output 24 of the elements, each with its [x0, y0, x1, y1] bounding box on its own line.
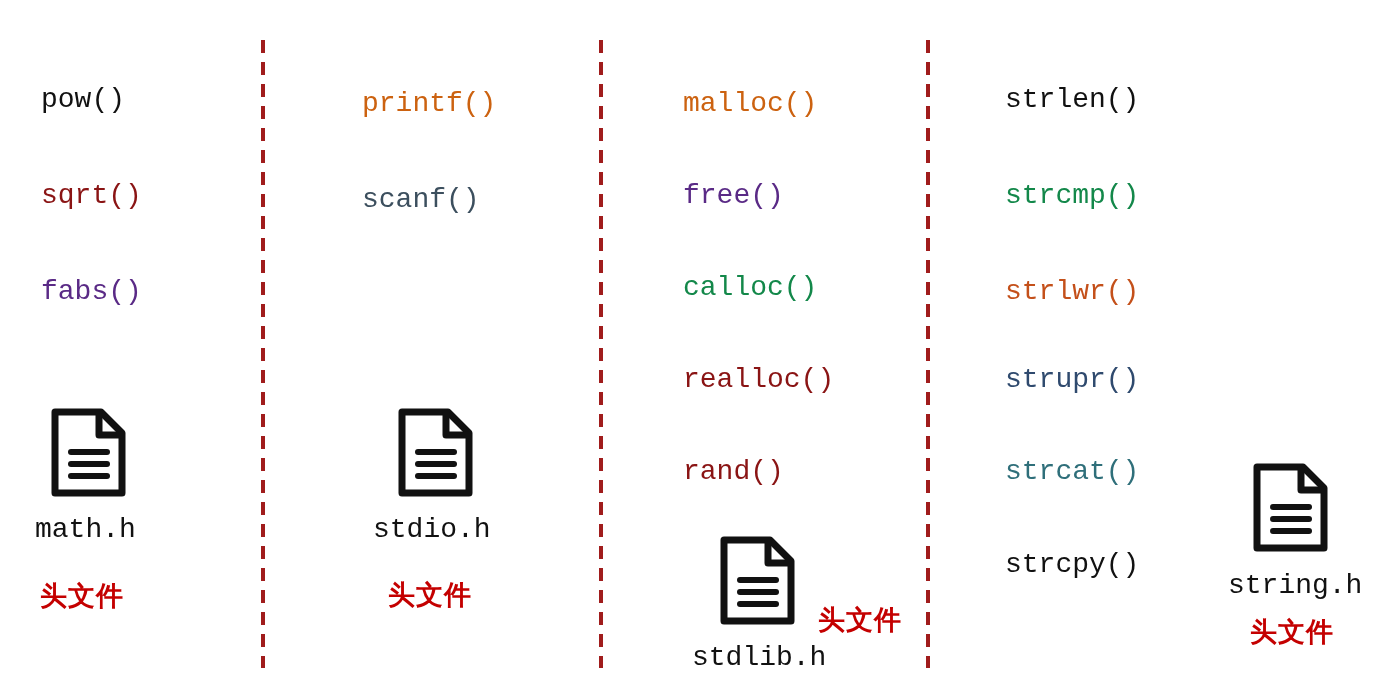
function-name: malloc() [683, 88, 818, 120]
function-name: strupr() [1005, 364, 1140, 396]
header-file-label: 头文件 [40, 581, 124, 611]
function-name: realloc() [683, 364, 835, 396]
function-name: free() [683, 180, 784, 212]
file-name: stdlib.h [692, 642, 827, 674]
header-file-label: 头文件 [1250, 617, 1334, 647]
function-name: pow() [41, 84, 125, 116]
function-name: scanf() [362, 184, 480, 216]
function-name: strcat() [1005, 456, 1140, 488]
function-name: rand() [683, 456, 784, 488]
file-name: stdio.h [373, 514, 491, 546]
function-name: strlwr() [1005, 276, 1140, 308]
function-name: strcpy() [1005, 549, 1140, 581]
header-file-label: 头文件 [388, 580, 472, 610]
function-name: calloc() [683, 272, 818, 304]
file-name: string.h [1228, 570, 1363, 602]
function-name: fabs() [41, 276, 142, 308]
function-name: strcmp() [1005, 180, 1140, 212]
function-name: strlen() [1005, 84, 1140, 116]
header-file-label: 头文件 [818, 605, 902, 635]
function-name: sqrt() [41, 180, 142, 212]
function-name: printf() [362, 88, 497, 120]
file-name: math.h [35, 514, 136, 546]
